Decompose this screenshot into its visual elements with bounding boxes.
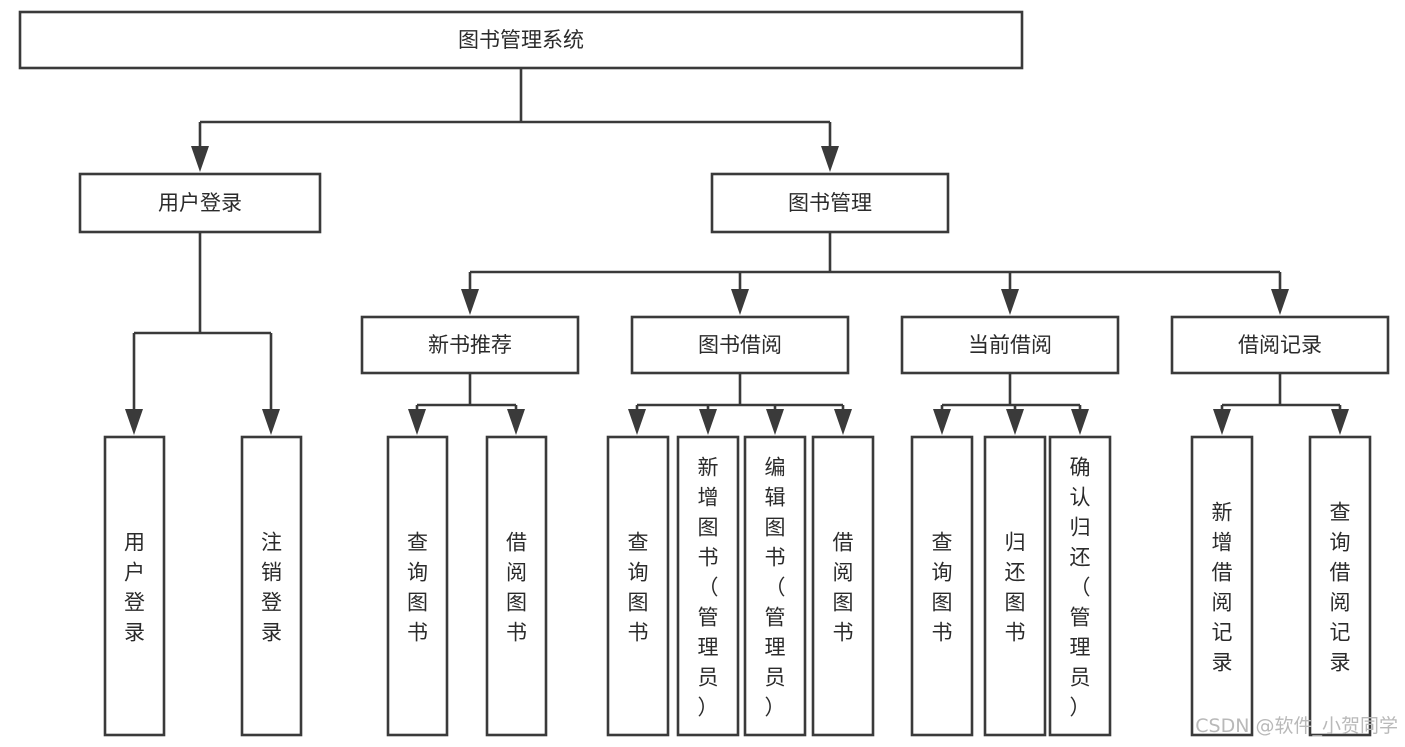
node-book-borrow-label: 图书借阅 bbox=[698, 333, 782, 357]
node-leaf-confirm-return[interactable]: 确认归还（管理员） bbox=[1048, 435, 1112, 737]
watermark-label: CSDN @软件_小贺同学 bbox=[1195, 715, 1398, 737]
node-borrow-record-box bbox=[1170, 315, 1390, 375]
node-leaf-query-book-1-label: 查询图书 bbox=[407, 530, 428, 644]
arrow-leaf-user-logout bbox=[262, 409, 280, 435]
node-leaf-query-record-box bbox=[1308, 435, 1372, 737]
node-root-box bbox=[18, 10, 1024, 70]
node-current-borrow-box bbox=[900, 315, 1120, 375]
node-leaf-edit-book-label: 编辑图书（管理员） bbox=[765, 455, 786, 719]
arrow-leaf-return-book bbox=[1006, 409, 1024, 435]
node-leaf-query-record[interactable]: 查询借阅记录 bbox=[1308, 435, 1372, 737]
node-leaf-add-book-label: 新增图书（管理员） bbox=[698, 455, 719, 719]
arrow-leaf-borrow-book-1 bbox=[507, 409, 525, 435]
arrow-book-borrow bbox=[731, 289, 749, 315]
node-leaf-query-book-2-label: 查询图书 bbox=[628, 530, 649, 644]
arrow-leaf-edit-book bbox=[766, 409, 784, 435]
arrow-user-login bbox=[191, 146, 209, 172]
node-leaf-query-book-1-box bbox=[386, 435, 449, 737]
arrow-current-borrow bbox=[1001, 289, 1019, 315]
node-leaf-return-book[interactable]: 归还图书 bbox=[983, 435, 1047, 737]
arrow-book-manage bbox=[821, 146, 839, 172]
node-root[interactable]: 图书管理系统 bbox=[18, 10, 1024, 70]
node-leaf-borrow-book-2[interactable]: 借阅图书 bbox=[811, 435, 875, 737]
node-leaf-query-book-3-label: 查询图书 bbox=[932, 530, 953, 644]
node-leaf-borrow-book-2-box bbox=[811, 435, 875, 737]
arrow-head-layer bbox=[125, 146, 1349, 435]
node-leaf-user-login-box bbox=[103, 435, 166, 737]
node-leaf-user-logout-label: 注销登录 bbox=[261, 530, 282, 644]
node-leaf-borrow-book-1-box bbox=[485, 435, 548, 737]
arrow-leaf-query-book-2 bbox=[628, 409, 646, 435]
node-leaf-query-book-2-box bbox=[606, 435, 670, 737]
node-leaf-add-record-label: 新增借阅记录 bbox=[1212, 500, 1233, 674]
node-leaf-borrow-book-1-label: 借阅图书 bbox=[506, 530, 527, 644]
node-book-manage[interactable]: 图书管理 bbox=[710, 172, 950, 234]
node-root-label: 图书管理系统 bbox=[458, 28, 584, 52]
node-leaf-return-book-box bbox=[983, 435, 1047, 737]
arrow-leaf-query-book-1 bbox=[408, 409, 426, 435]
node-leaf-confirm-return-label: 确认归还（管理员） bbox=[1070, 455, 1091, 719]
node-borrow-record[interactable]: 借阅记录 bbox=[1170, 315, 1390, 375]
node-leaf-return-book-label: 归还图书 bbox=[1005, 530, 1026, 644]
node-new-book-recommend[interactable]: 新书推荐 bbox=[360, 315, 580, 375]
arrow-leaf-borrow-book-2 bbox=[834, 409, 852, 435]
node-book-manage-label: 图书管理 bbox=[788, 191, 872, 215]
node-user-login[interactable]: 用户登录 bbox=[78, 172, 322, 234]
arrow-leaf-confirm-return bbox=[1071, 409, 1089, 435]
node-leaf-borrow-book-1[interactable]: 借阅图书 bbox=[485, 435, 548, 737]
node-book-manage-box bbox=[710, 172, 950, 234]
node-book-borrow-box bbox=[630, 315, 850, 375]
node-book-borrow[interactable]: 图书借阅 bbox=[630, 315, 850, 375]
node-leaf-add-book-box bbox=[676, 435, 740, 737]
arrow-borrow-record bbox=[1271, 289, 1289, 315]
node-leaf-user-login-label: 用户登录 bbox=[124, 530, 145, 644]
node-current-borrow[interactable]: 当前借阅 bbox=[900, 315, 1120, 375]
node-user-login-box bbox=[78, 172, 322, 234]
arrow-leaf-add-book bbox=[699, 409, 717, 435]
node-leaf-confirm-return-box bbox=[1048, 435, 1112, 737]
node-layer: 图书管理系统用户登录图书管理新书推荐图书借阅当前借阅借阅记录用户登录注销登录查询… bbox=[18, 10, 1390, 737]
node-leaf-edit-book[interactable]: 编辑图书（管理员） bbox=[743, 435, 807, 737]
node-new-book-recommend-label: 新书推荐 bbox=[428, 333, 512, 357]
node-leaf-query-book-1[interactable]: 查询图书 bbox=[386, 435, 449, 737]
arrow-leaf-add-record bbox=[1213, 409, 1231, 435]
node-leaf-user-login[interactable]: 用户登录 bbox=[103, 435, 166, 737]
node-leaf-query-book-2[interactable]: 查询图书 bbox=[606, 435, 670, 737]
node-leaf-user-logout[interactable]: 注销登录 bbox=[240, 435, 303, 737]
node-leaf-borrow-book-2-label: 借阅图书 bbox=[833, 530, 854, 644]
node-leaf-add-record-box bbox=[1190, 435, 1254, 737]
node-current-borrow-label: 当前借阅 bbox=[968, 333, 1052, 357]
node-leaf-add-record[interactable]: 新增借阅记录 bbox=[1190, 435, 1254, 737]
node-leaf-user-logout-box bbox=[240, 435, 303, 737]
arrow-leaf-user-login bbox=[125, 409, 143, 435]
arrow-leaf-query-record bbox=[1331, 409, 1349, 435]
node-leaf-add-book[interactable]: 新增图书（管理员） bbox=[676, 435, 740, 737]
node-leaf-query-record-label: 查询借阅记录 bbox=[1330, 500, 1351, 674]
node-new-book-recommend-box bbox=[360, 315, 580, 375]
node-borrow-record-label: 借阅记录 bbox=[1238, 333, 1322, 357]
arrow-new-book-recommend bbox=[461, 289, 479, 315]
node-user-login-label: 用户登录 bbox=[158, 191, 242, 215]
node-leaf-query-book-3-box bbox=[910, 435, 974, 737]
node-leaf-query-book-3[interactable]: 查询图书 bbox=[910, 435, 974, 737]
arrow-leaf-query-book-3 bbox=[933, 409, 951, 435]
node-leaf-edit-book-box bbox=[743, 435, 807, 737]
